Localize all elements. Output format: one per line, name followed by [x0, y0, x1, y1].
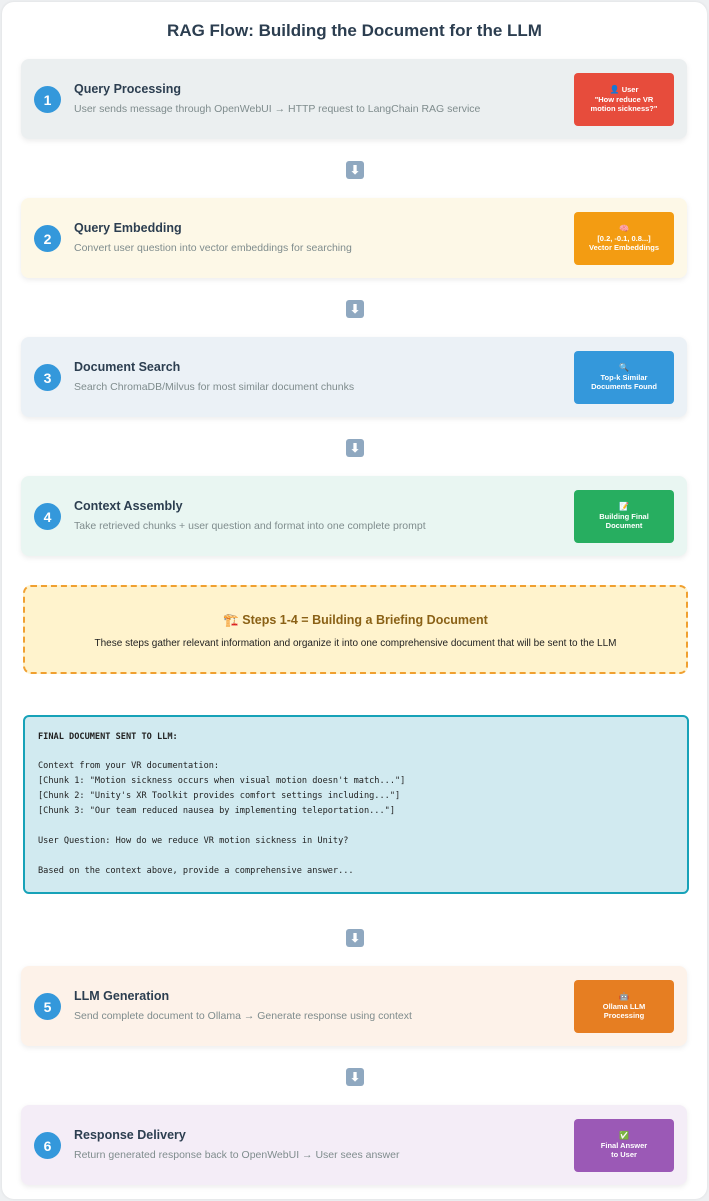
badge-line: Final Answer: [600, 1140, 648, 1150]
badge-line: "How reduce VR: [594, 95, 654, 105]
page-title: RAG Flow: Building the Document for the …: [167, 21, 542, 40]
badge-line: User: [621, 85, 639, 95]
final-document-box: FINAL DOCUMENT SENT TO LLM: Context from…: [23, 715, 689, 894]
step-title: Context Assembly: [74, 499, 183, 513]
check-icon: ✅: [619, 1130, 629, 1140]
step-title: Query Embedding: [74, 221, 182, 235]
down-arrow-icon: ⬇: [346, 929, 364, 947]
step-badge: 📝 Building Final Document: [574, 490, 674, 543]
step-2: 2 Query Embedding Convert user question …: [21, 198, 687, 278]
step-number: 5: [34, 993, 61, 1020]
magnifier-icon: 🔍: [619, 362, 629, 372]
down-arrow-icon: ⬇: [346, 439, 364, 457]
step-3: 3 Document Search Search ChromaDB/Milvus…: [21, 337, 687, 417]
chunk-line: [Chunk 1: "Motion sickness occurs when v…: [38, 776, 406, 786]
badge-line: Vector Embeddings: [588, 242, 660, 252]
brain-icon: 🧠: [619, 223, 629, 233]
instruction-line: Based on the context above, provide a co…: [38, 866, 354, 876]
badge-line: Documents Found: [591, 381, 657, 391]
badge-line: Processing: [603, 1010, 645, 1020]
step-badge: ✅ Final Answer to User: [574, 1119, 674, 1172]
step-badge: 👤 User "How reduce VR motion sickness?": [574, 73, 674, 126]
user-question: User Question: How do we reduce VR motio…: [38, 836, 349, 846]
step-badge: 🔍 Top-k Similar Documents Found: [574, 351, 674, 404]
down-arrow-icon: ⬇: [346, 300, 364, 318]
memo-icon: 📝: [619, 501, 629, 511]
step-description: Convert user question into vector embedd…: [74, 242, 352, 254]
briefing-title: 🏗️ Steps 1-4 = Building a Briefing Docum…: [223, 613, 488, 627]
step-title: Response Delivery: [74, 1128, 186, 1142]
context-intro: Context from your VR documentation:: [38, 761, 220, 771]
step-badge: 🤖 Ollama LLM Processing: [574, 980, 674, 1033]
user-icon: 👤: [609, 85, 620, 95]
step-title: LLM Generation: [74, 989, 170, 1003]
step-number: 6: [34, 1132, 61, 1159]
badge-line: [0.2, -0.1, 0.8...]: [597, 233, 651, 243]
step-5: 5 LLM Generation Send complete document …: [21, 966, 687, 1046]
step-number: 2: [34, 225, 61, 252]
step-description: Take retrieved chunks + user question an…: [74, 520, 426, 532]
step-badge: 🧠 [0.2, -0.1, 0.8...] Vector Embeddings: [574, 212, 674, 265]
down-arrow-icon: ⬇: [346, 161, 364, 179]
robot-icon: 🤖: [619, 991, 629, 1001]
step-description: Return generated response back to OpenWe…: [74, 1149, 400, 1161]
step-description: User sends message through OpenWebUI → H…: [74, 103, 481, 115]
down-arrow-icon: ⬇: [346, 1068, 364, 1086]
badge-line: Building Final: [599, 511, 649, 521]
badge-line: Ollama LLM: [602, 1001, 646, 1011]
badge-line: to User: [611, 1149, 637, 1159]
badge-line: Top-k Similar: [600, 372, 648, 382]
step-number: 3: [34, 364, 61, 391]
badge-line: Document: [605, 520, 643, 530]
step-1: 1 Query Processing User sends message th…: [21, 59, 687, 139]
final-document-heading: FINAL DOCUMENT SENT TO LLM:: [38, 732, 178, 742]
chunk-line: [Chunk 2: "Unity's XR Toolkit provides c…: [38, 791, 401, 801]
step-title: Document Search: [74, 360, 181, 374]
briefing-note: 🏗️ Steps 1-4 = Building a Briefing Docum…: [23, 585, 688, 674]
step-4: 4 Context Assembly Take retrieved chunks…: [21, 476, 687, 556]
badge-line: motion sickness?": [590, 104, 658, 114]
chunk-line: [Chunk 3: "Our team reduced nausea by im…: [38, 806, 395, 816]
step-number: 1: [34, 86, 61, 113]
step-6: 6 Response Delivery Return generated res…: [21, 1105, 687, 1185]
briefing-description: These steps gather relevant information …: [94, 638, 617, 649]
step-description: Send complete document to Ollama → Gener…: [74, 1010, 412, 1022]
step-number: 4: [34, 503, 61, 530]
step-title: Query Processing: [74, 82, 181, 96]
step-description: Search ChromaDB/Milvus for most similar …: [74, 381, 355, 393]
